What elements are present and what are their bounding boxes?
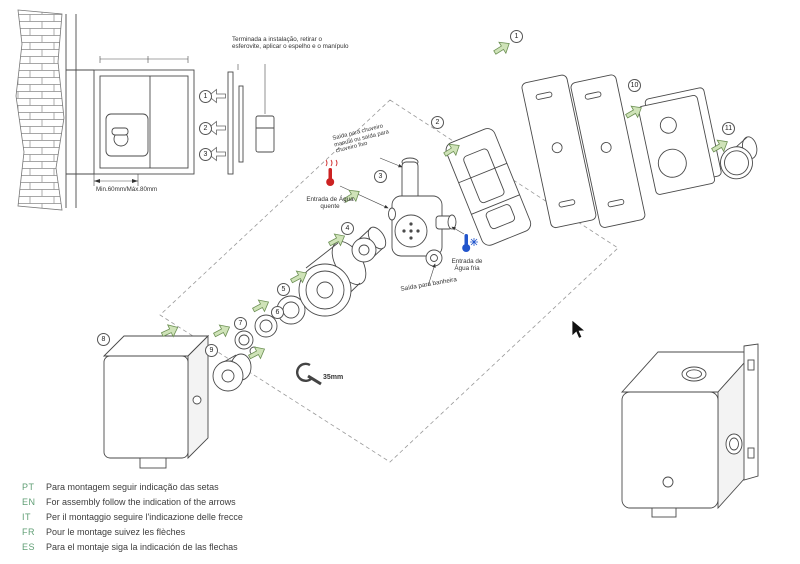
escutcheon-side-view — [227, 71, 234, 175]
cartridge-cap-part — [351, 226, 387, 263]
callout-1: 1 — [199, 90, 212, 103]
protective-cap-part — [212, 353, 252, 392]
callout-11: 11 — [722, 122, 735, 135]
lang-code: ES — [22, 542, 36, 552]
assembly-axis-dashed-outline — [159, 99, 619, 463]
callout-8: 8 — [97, 333, 110, 346]
assembly-arrow-icon — [490, 37, 514, 59]
mouse-cursor — [571, 319, 587, 339]
instruction-row-es: ES Para el montaje siga la indicación de… — [22, 542, 243, 552]
post-install-note: Terminada a instalação, retirar o esfero… — [232, 36, 349, 51]
instruction-row-pt: PT Para montagem seguir indicação das se… — [22, 482, 243, 492]
instruction-text: For assembly follow the indication of th… — [46, 497, 236, 507]
wrench-size-label: 35mm — [323, 374, 343, 381]
callout-4: 4 — [341, 222, 354, 235]
instruction-text: Per il montaggio seguire l'indicazione d… — [46, 512, 243, 522]
lang-code: EN — [22, 497, 36, 507]
cold-water-icon — [462, 234, 478, 252]
assembly-arrow-icon — [210, 320, 234, 342]
lang-code: FR — [22, 527, 35, 537]
handle-side-view — [255, 115, 275, 153]
mounting-bracket-part — [445, 128, 532, 246]
lang-code: PT — [22, 482, 35, 492]
callout-5: 5 — [277, 283, 290, 296]
callout-9: 9 — [205, 344, 218, 357]
handle-knob-part — [720, 136, 758, 180]
depth-dimension-line — [93, 174, 139, 186]
escutcheon-plate-part — [638, 87, 722, 195]
wall-plates-part — [521, 74, 646, 229]
hot-water-inlet-label: Entrada de Água quente — [306, 196, 354, 211]
lang-code: IT — [22, 512, 31, 522]
brick-wall-hatch — [15, 9, 65, 211]
callout-3: 3 — [374, 170, 387, 183]
assembly-arrow-icon — [249, 295, 273, 317]
exploded-assembly: 35mm — [102, 37, 758, 469]
callout-3: 3 — [199, 148, 212, 161]
valve-body-part — [388, 157, 457, 267]
callout-2: 2 — [199, 122, 212, 135]
callout-2: 2 — [431, 116, 444, 129]
instruction-row-en: EN For assembly follow the indication of… — [22, 497, 243, 507]
callout-10: 10 — [628, 79, 641, 92]
cartridge-sleeve-part — [298, 241, 367, 317]
assembled-unit-drawing — [620, 343, 759, 518]
callout-6: 6 — [271, 306, 284, 319]
instruction-text: Para montagem seguir indicação das setas — [46, 482, 219, 492]
instruction-row-fr: FR Pour le montage suivez les flèches — [22, 527, 243, 537]
cold-water-inlet-label: Entrada de Água fria — [451, 258, 483, 273]
hot-water-icon — [325, 159, 338, 186]
wrench-icon — [296, 362, 322, 386]
instructions-block: PT Para montagem seguir indicação das se… — [22, 482, 243, 557]
callout-1: 1 — [510, 30, 523, 43]
instruction-text: Para el montaje siga la indicación de la… — [46, 542, 238, 552]
callout-7: 7 — [234, 317, 247, 330]
depth-dimension-label: Min.60mm/Máx.80mm — [96, 186, 157, 193]
recess-box-part — [102, 334, 210, 469]
instruction-text: Pour le montage suivez les flèches — [46, 527, 186, 537]
wall-section-drawing: Min.60mm/Máx.80mm — [15, 9, 275, 211]
instruction-row-it: IT Per il montaggio seguire l'indicazion… — [22, 512, 243, 522]
